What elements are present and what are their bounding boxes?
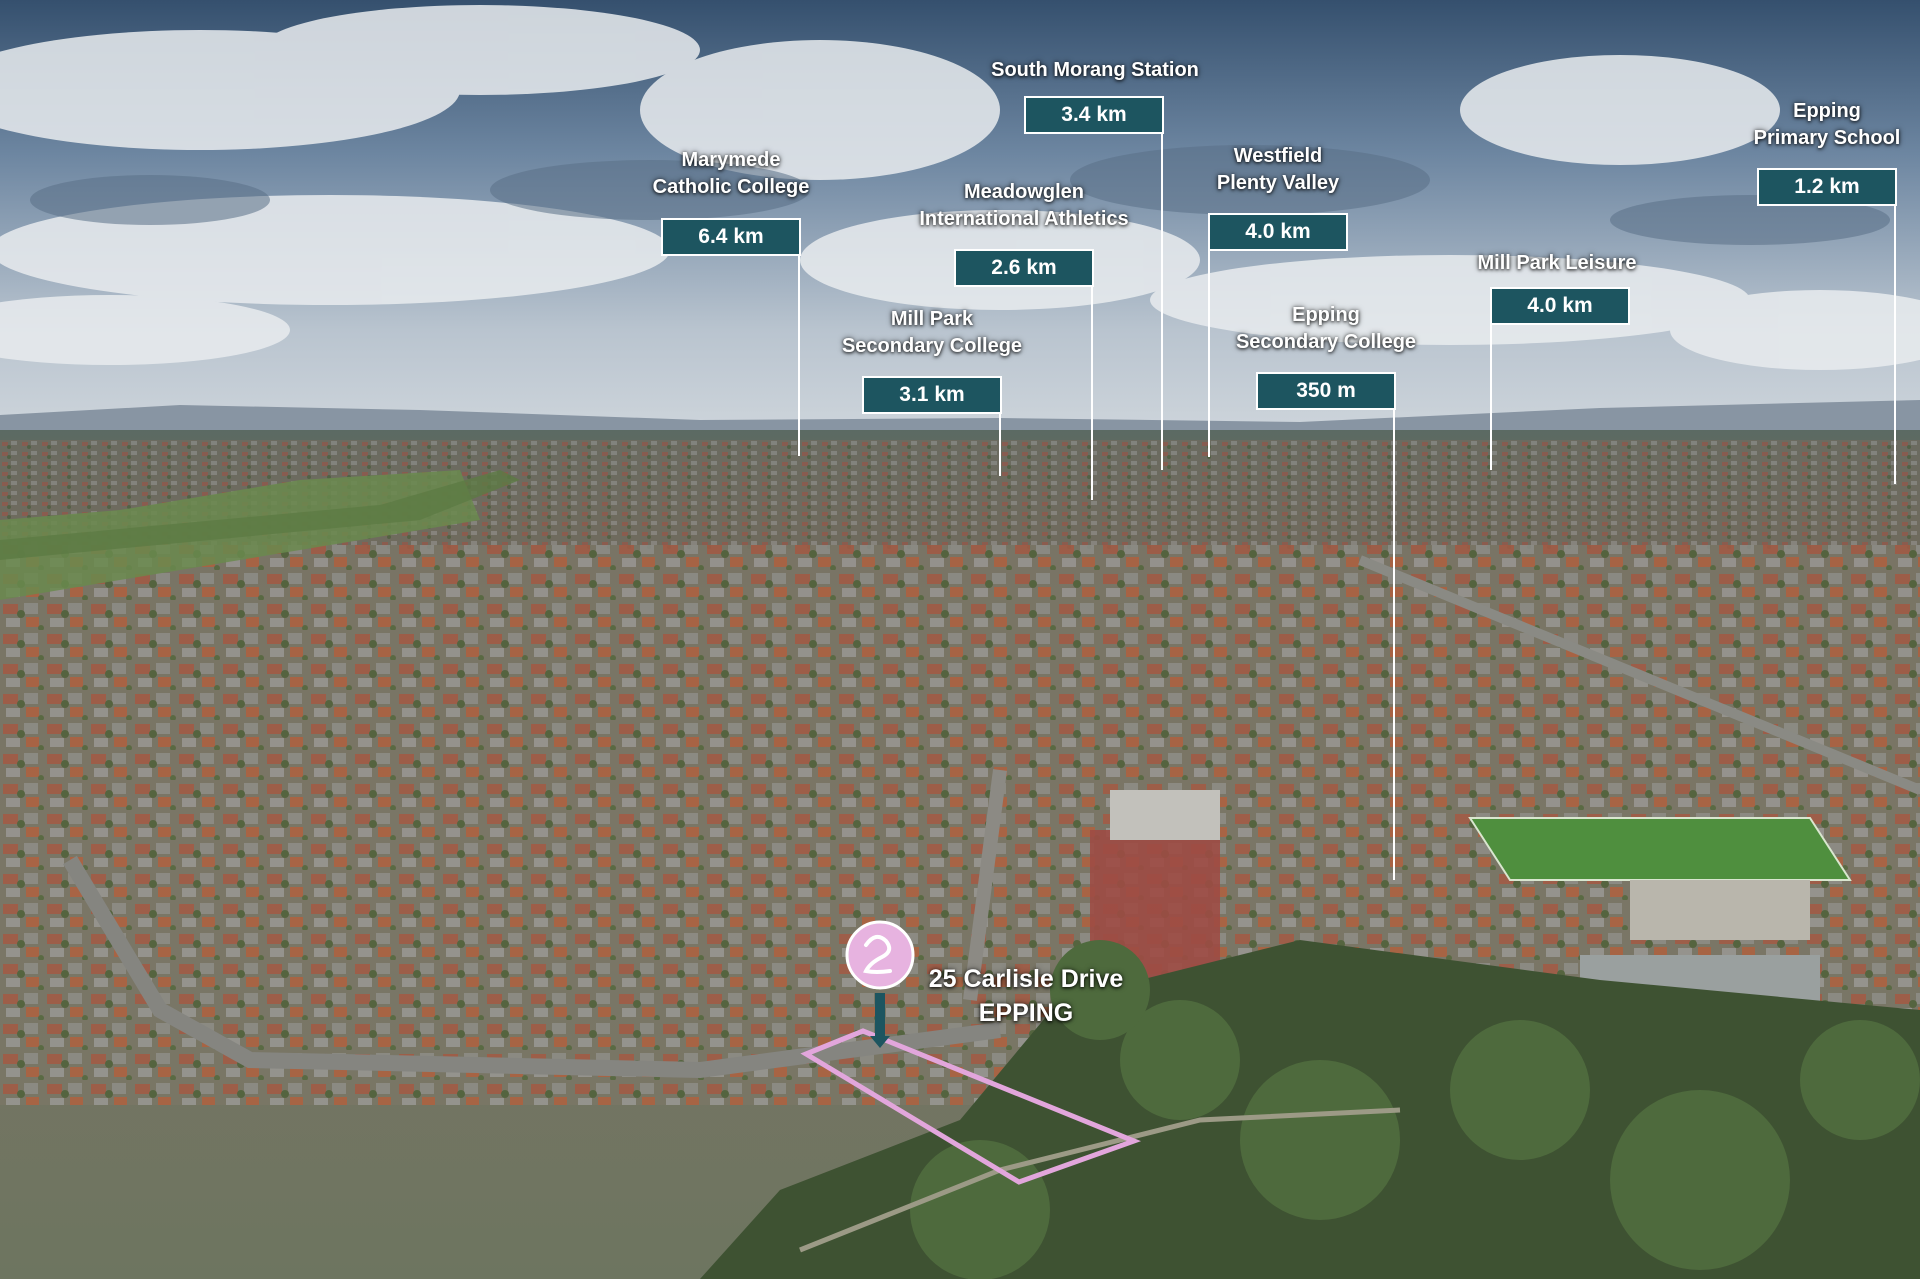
distance-badge: 350 m bbox=[1256, 372, 1396, 410]
distance-badge: 3.1 km bbox=[862, 376, 1002, 414]
distance-badge: 4.0 km bbox=[1490, 287, 1630, 325]
property-address: 25 Carlisle Drive EPPING bbox=[928, 965, 1124, 1027]
distance-badge: 3.4 km bbox=[1024, 96, 1164, 134]
distance-badge: 2.6 km bbox=[954, 249, 1094, 287]
distance-badge: 4.0 km bbox=[1208, 213, 1348, 251]
distance-badge: 6.4 km bbox=[661, 218, 801, 256]
property-boundary bbox=[800, 1028, 1142, 1185]
agency-logo-icon bbox=[863, 934, 892, 974]
distance-badge: 1.2 km bbox=[1757, 168, 1897, 206]
property-marker bbox=[845, 920, 915, 990]
